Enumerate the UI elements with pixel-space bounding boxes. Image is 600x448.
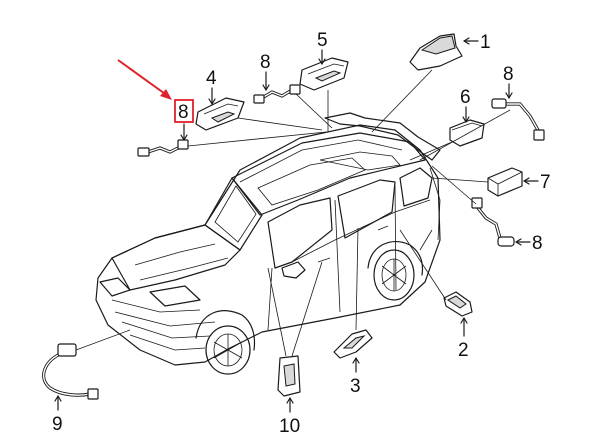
callout-10: 10 (279, 397, 300, 437)
callout-6: 6 (460, 87, 471, 123)
callout-4: 4 (206, 68, 217, 105)
callout-8-highlighted: 8 (117, 59, 194, 141)
callout-label: 2 (458, 340, 469, 361)
harness-roof-center (253, 84, 301, 104)
callout-2: 2 (458, 317, 469, 361)
callout-label: 1 (480, 32, 491, 53)
mirror-puddle-lamp (443, 291, 473, 317)
callout-7: 7 (523, 172, 551, 193)
callout-label: 8 (260, 52, 271, 73)
pillar-lamp (277, 355, 301, 397)
rear-roof-module (449, 119, 485, 147)
callout-label: 6 (460, 87, 471, 108)
harness-bumper (42, 343, 99, 400)
harness-rear-lower (471, 197, 515, 247)
callout-label: 7 (540, 172, 551, 193)
callout-1: 1 (463, 32, 491, 53)
vehicle-outline (95, 112, 441, 375)
highlight-box (174, 99, 194, 123)
callout-label: 8 (532, 233, 543, 254)
callout-label: 8 (178, 102, 189, 123)
callout-label: 8 (503, 64, 514, 85)
callout-5: 5 (317, 30, 328, 65)
callout-label: 9 (52, 414, 63, 435)
callout-8-rear-lower: 8 (515, 233, 543, 254)
leader-lines (75, 69, 511, 357)
door-handle-lamp (333, 329, 373, 359)
highlight-arrow (117, 59, 169, 97)
harness-front-left (137, 139, 189, 157)
harness-rear-upper (491, 98, 545, 141)
callout-8-rear-upper: 8 (503, 64, 514, 99)
callout-8-roof: 8 (260, 52, 271, 91)
callout-3: 3 (350, 357, 361, 397)
callout-label: 5 (317, 30, 328, 51)
callout-label: 3 (350, 376, 361, 397)
highlight-arrowhead (160, 89, 172, 100)
callout-label: 10 (279, 416, 300, 437)
roof-antenna (409, 33, 463, 71)
center-roof-module (299, 57, 349, 91)
front-roof-module (195, 97, 245, 131)
callout-label: 4 (206, 68, 217, 89)
rear-control-module (487, 167, 523, 197)
callout-9: 9 (52, 395, 63, 435)
